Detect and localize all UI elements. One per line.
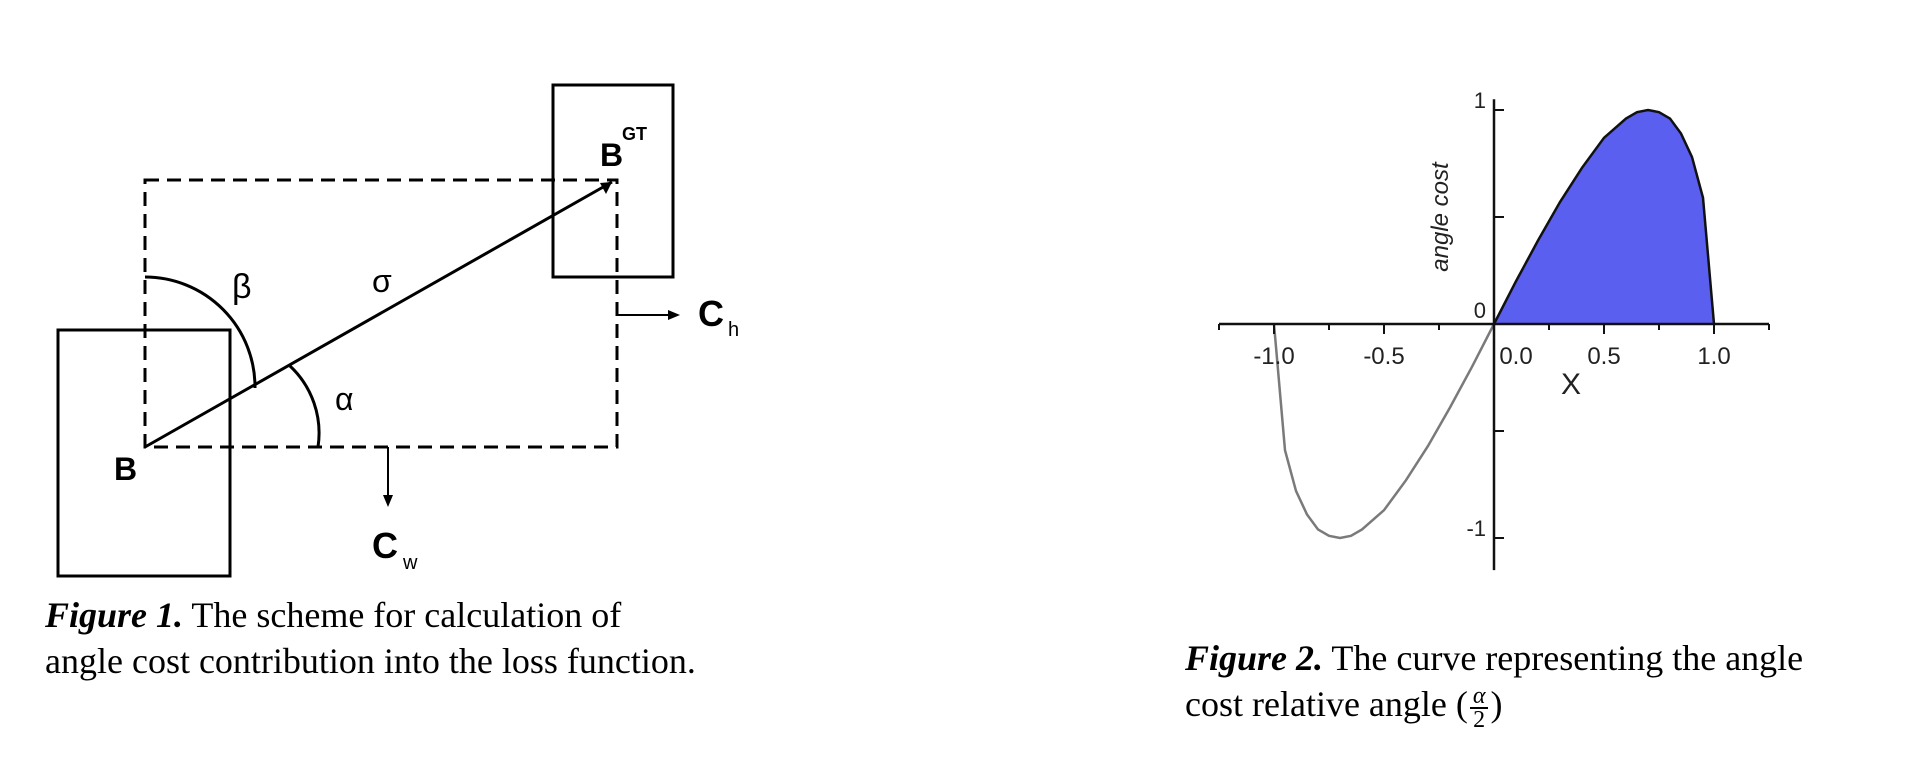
dashed-rect bbox=[143, 178, 619, 449]
figure1-caption-prefix: Figure 1. bbox=[45, 595, 184, 635]
sigma-arrowhead bbox=[600, 182, 612, 194]
x-tick-label: 0.0 bbox=[1499, 343, 1532, 370]
figure2-caption-prefix: Figure 2. bbox=[1185, 638, 1324, 678]
x-tick-label: 0.5 bbox=[1587, 343, 1620, 370]
cw-arrowhead bbox=[383, 495, 393, 507]
label-bgt: B bbox=[600, 137, 623, 173]
sigma-line bbox=[144, 180, 613, 449]
negative-curve-line bbox=[1272, 323, 1496, 540]
figure1-diagram: B B GT β σ α C h C w bbox=[56, 83, 739, 578]
figure2-caption: Figure 2. The curve representing the ang… bbox=[1185, 635, 1845, 733]
figure1-caption: Figure 1. The scheme for calculation of … bbox=[45, 592, 705, 684]
x-tick-label: -0.5 bbox=[1363, 343, 1404, 370]
positive-area-fill bbox=[1494, 110, 1714, 324]
label-cw: C bbox=[372, 525, 398, 566]
y-tick-label: -1 bbox=[1466, 516, 1486, 541]
fraction-numerator: α bbox=[1469, 684, 1489, 709]
x-axis-label: X bbox=[1561, 368, 1581, 401]
figure2-caption-suffix: ) bbox=[1490, 684, 1503, 724]
positive-curve-line bbox=[1492, 108, 1716, 325]
label-beta: β bbox=[232, 268, 252, 306]
box-b bbox=[56, 328, 232, 578]
beta-arc bbox=[144, 275, 257, 389]
label-ch: C bbox=[698, 293, 724, 334]
y-axis-label: angle cost bbox=[1427, 161, 1454, 272]
label-ch-sub: h bbox=[728, 319, 739, 341]
figure1-caption-text: The scheme for calculation of angle cost… bbox=[45, 595, 696, 681]
label-b: B bbox=[114, 451, 137, 487]
y-tick-label: 1 bbox=[1474, 88, 1486, 113]
x-tick-label: 1.0 bbox=[1697, 343, 1730, 370]
label-alpha: α bbox=[335, 381, 354, 417]
ch-arrowhead bbox=[668, 310, 680, 320]
x-tick-label: -1.0 bbox=[1253, 343, 1294, 370]
label-bgt-sup: GT bbox=[622, 124, 647, 144]
label-cw-sub: w bbox=[402, 552, 418, 574]
figure2-caption-text: The curve representing the angle cost re… bbox=[1185, 638, 1804, 724]
fraction-denominator: 2 bbox=[1473, 706, 1486, 733]
alpha-arc bbox=[288, 364, 321, 448]
label-sigma: σ bbox=[372, 263, 392, 299]
y-tick-label: 0 bbox=[1474, 298, 1486, 323]
